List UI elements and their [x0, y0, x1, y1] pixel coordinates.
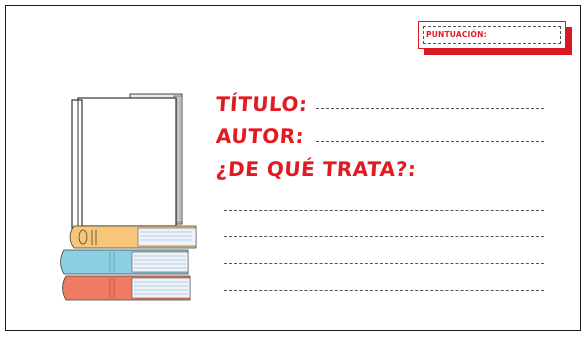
book-blue — [60, 249, 189, 275]
author-label: AUTOR: — [215, 124, 305, 148]
score-box-frame — [418, 21, 566, 49]
about-line-4[interactable] — [224, 290, 544, 291]
book-yellow — [69, 225, 197, 249]
score-box-inner-border — [423, 26, 561, 44]
title-label: TÍTULO: — [215, 92, 309, 116]
title-line[interactable] — [316, 108, 544, 109]
author-line[interactable] — [316, 141, 544, 142]
book-stack-icon — [60, 93, 197, 301]
about-line-3[interactable] — [224, 263, 544, 264]
score-label: PUNTUACIÓN: — [426, 30, 487, 39]
standing-book — [71, 93, 183, 229]
about-line-2[interactable] — [224, 236, 544, 237]
book-coral — [62, 275, 191, 301]
about-label: ¿DE QUÉ TRATA?: — [215, 157, 418, 181]
about-line-1[interactable] — [224, 210, 544, 211]
score-box: PUNTUACIÓN: — [418, 21, 574, 57]
